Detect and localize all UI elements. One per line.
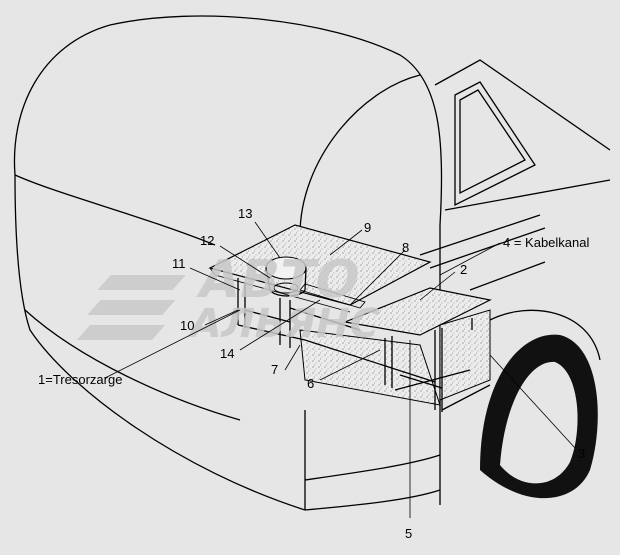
callout-1: 1=Tresorzarge [38, 372, 122, 387]
callout-14: 14 [220, 346, 234, 361]
callout-5: 5 [405, 526, 412, 541]
callout-8: 8 [402, 240, 409, 255]
callout-2: 2 [460, 262, 467, 277]
callout-9: 9 [364, 220, 371, 235]
callout-6: 6 [307, 376, 314, 391]
callout-7: 7 [271, 362, 278, 377]
callout-3: 3 [578, 446, 585, 461]
callout-10: 10 [180, 318, 194, 333]
rear-wheel [480, 309, 601, 499]
shelf-plate [342, 287, 492, 336]
watermark: АВТО АЛЬЯНС [76, 250, 384, 347]
callout-labels: 1=Tresorzarge 2 3 4 = Kabelkanal 5 6 7 8… [38, 206, 589, 541]
callout-13: 13 [238, 206, 252, 221]
leader-lines [104, 221, 576, 518]
watermark-line2: АЛЬЯНС [185, 299, 383, 346]
safe-frame-assembly [208, 224, 492, 412]
callout-12: 12 [200, 233, 214, 248]
callout-4: 4 = Kabelkanal [503, 235, 589, 250]
callout-11: 11 [172, 256, 186, 271]
watermark-line1: АВТО [193, 250, 365, 310]
